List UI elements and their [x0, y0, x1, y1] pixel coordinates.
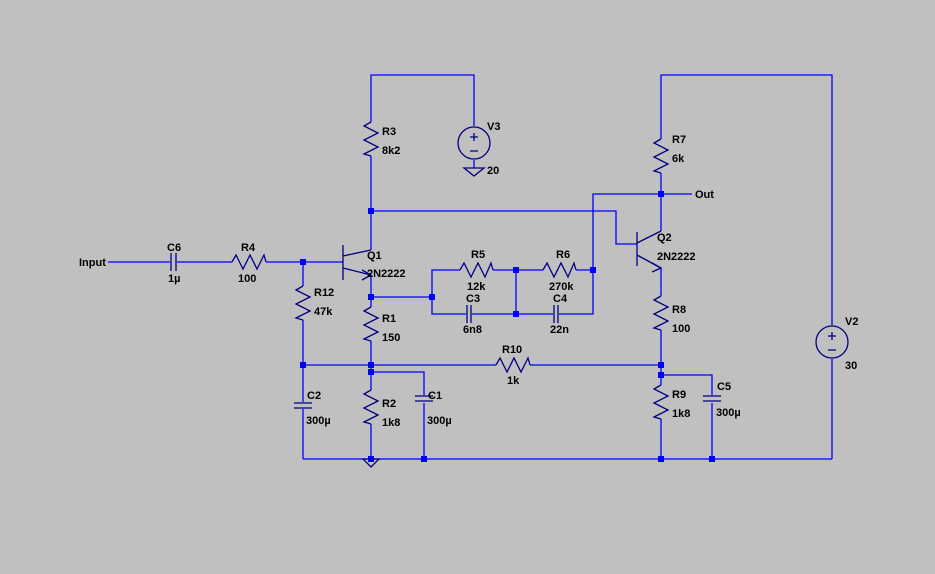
junction-dot: [658, 372, 664, 378]
wire-q2-emitter: [660, 268, 713, 459]
resistor-r3[interactable]: [362, 121, 380, 157]
q1-value: 2N2222: [367, 268, 406, 280]
voltage-source-v3[interactable]: [457, 126, 491, 177]
c5-name: C5: [717, 381, 731, 393]
resistor-r10[interactable]: [495, 356, 531, 374]
wire-q1-emitter: [370, 275, 432, 372]
resistor-r1[interactable]: [362, 306, 380, 342]
resistor-r2[interactable]: [362, 389, 380, 425]
c3-value: 6n8: [463, 324, 482, 336]
r7-name: R7: [672, 134, 686, 146]
r9-value: 1k8: [672, 408, 690, 420]
capacitor-c1[interactable]: [415, 395, 433, 402]
capacitor-c2[interactable]: [294, 402, 312, 409]
r5-name: R5: [471, 249, 485, 261]
r6-value: 270k: [549, 281, 574, 293]
v3-name: V3: [487, 121, 500, 133]
junction-dot: [368, 362, 374, 368]
r3-name: R3: [382, 126, 396, 138]
resistor-r7[interactable]: [652, 138, 670, 174]
r2-value: 1k8: [382, 417, 400, 429]
v2-value: 30: [845, 360, 857, 372]
junction-dot: [513, 311, 519, 317]
junction-dot: [421, 456, 427, 462]
junction-dot: [658, 456, 664, 462]
r12-value: 47k: [314, 306, 333, 318]
wire-r2-c1: [370, 371, 425, 459]
capacitor-c3[interactable]: [466, 305, 472, 323]
r10-value: 1k: [507, 375, 520, 387]
c6-name: C6: [167, 242, 181, 254]
c4-value: 22n: [550, 324, 569, 336]
wire-q1-collector: [370, 74, 475, 250]
port-input-label: Input: [79, 257, 106, 269]
wire-q1-to-q2: [371, 210, 637, 245]
labels: Input Out C6 1µ R4 100 R12 47k Q1 2N2222…: [79, 121, 858, 429]
resistor-r12[interactable]: [294, 285, 312, 321]
q2-value: 2N2222: [657, 251, 696, 263]
r4-value: 100: [238, 273, 256, 285]
junction-dot: [658, 362, 664, 368]
capacitor-c5[interactable]: [703, 395, 721, 402]
junction-dot: [429, 294, 435, 300]
c1-name: C1: [428, 390, 442, 402]
capacitor-c6[interactable]: [170, 253, 177, 271]
wire-q2-collector: [660, 74, 833, 459]
c6-value: 1µ: [168, 273, 180, 285]
resistor-r6[interactable]: [542, 261, 577, 279]
r7-value: 6k: [672, 153, 685, 165]
r1-name: R1: [382, 313, 396, 325]
junction-dot: [513, 267, 519, 273]
r1-value: 150: [382, 332, 400, 344]
junction-dot: [658, 191, 664, 197]
r4-name: R4: [241, 242, 256, 254]
v2-name: V2: [845, 316, 858, 328]
junction-dot: [709, 456, 715, 462]
q1-name: Q1: [367, 250, 382, 262]
c3-name: C3: [466, 293, 480, 305]
c2-name: C2: [307, 390, 321, 402]
r8-name: R8: [672, 304, 686, 316]
r12-name: R12: [314, 287, 334, 299]
resistor-r9[interactable]: [652, 384, 670, 420]
c1-value: 300µ: [427, 415, 452, 427]
port-out-label: Out: [695, 189, 714, 201]
junctions: [300, 191, 715, 462]
q2-name: Q2: [657, 232, 672, 244]
capacitor-c4[interactable]: [553, 305, 559, 323]
junction-dot: [368, 369, 374, 375]
resistor-r5[interactable]: [459, 261, 494, 279]
transistor-q2[interactable]: [636, 230, 663, 273]
r9-name: R9: [672, 389, 686, 401]
resistor-r8[interactable]: [652, 295, 670, 331]
transistor-q1[interactable]: [342, 245, 373, 281]
r8-value: 100: [672, 323, 690, 335]
voltage-source-v2[interactable]: [815, 325, 849, 359]
junction-dot: [300, 362, 306, 368]
r5-value: 12k: [467, 281, 486, 293]
junction-dot: [590, 267, 596, 273]
ground-icon: [361, 458, 381, 468]
junction-dot: [368, 208, 374, 214]
junction-dot: [368, 294, 374, 300]
r10-name: R10: [502, 344, 522, 356]
c2-value: 300µ: [306, 415, 331, 427]
wires: [108, 74, 833, 460]
ground-icon: [462, 167, 486, 177]
resistor-r4[interactable]: [231, 253, 267, 271]
r3-value: 8k2: [382, 145, 400, 157]
junction-dot: [300, 259, 306, 265]
c5-value: 300µ: [716, 407, 741, 419]
r6-name: R6: [556, 249, 570, 261]
v3-value: 20: [487, 165, 499, 177]
r2-name: R2: [382, 398, 396, 410]
c4-name: C4: [553, 293, 568, 305]
